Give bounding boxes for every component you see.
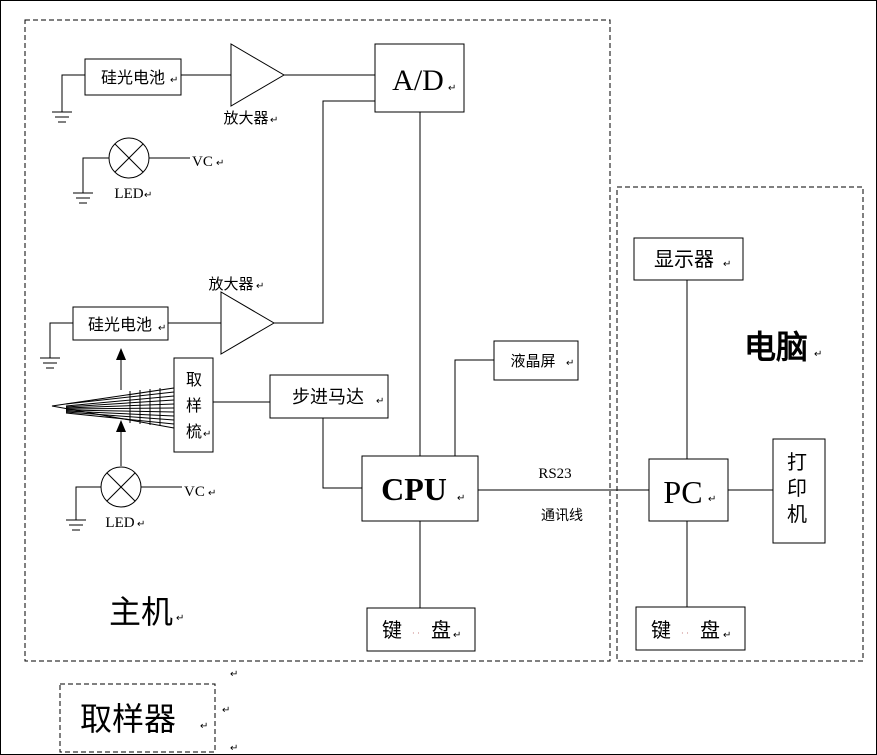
paragraph-mark: ↵ [170,75,178,86]
display-label: 显示器 [654,247,714,271]
wire-led-top-ground [82,157,109,193]
ground-symbol-led-top [73,192,93,204]
host-keyboard-label-1: 键 [382,618,402,642]
paragraph-mark: ↵ [144,190,152,201]
wire-cell-bottom-ground [49,322,73,358]
wire-motor-cpu [322,418,362,489]
wire-cell-top-ground [61,74,85,112]
amplifier-top-label: 放大器 [223,109,268,127]
paragraph-mark: ↵ [814,349,822,360]
sampler-comb-box [173,357,214,453]
paragraph-mark: ↵ [137,519,145,530]
sampler-caption: 取样器 [80,700,176,738]
led-top-label: LED [114,186,143,202]
host-title: 主机 [109,593,173,631]
paragraph-mark: ↵ [230,743,238,754]
arrow-up-to-cell-icon [116,348,126,390]
ground-symbol-cell-top [52,111,72,123]
sampler-caption-box [59,683,216,753]
cell-top-box [84,58,182,96]
lcd-label: 液晶屏 [510,352,555,370]
sample-cone-icon [51,387,175,429]
pc-keyboard-label-2: 盘 [700,618,720,642]
adc-label: A/D [392,64,444,97]
pc-group-title: 电脑 [744,328,808,366]
pc-keyboard-space-dots: · · [681,629,689,638]
sampler-comb-label-1: 取 [186,370,202,389]
paragraph-mark: ↵ [723,630,731,641]
arrow-up-to-sample-icon [116,420,126,466]
host-group-boundary [24,19,611,662]
display-box [633,237,744,281]
paragraph-mark: ↵ [448,83,456,94]
ground-symbol-led-bottom [66,519,86,531]
pc-label: PC [663,474,702,510]
vc-bottom-label: VC [184,484,205,500]
paragraph-mark: ↵ [200,721,208,732]
cpu-label: CPU [381,471,447,507]
host-keyboard-box [366,607,476,652]
sampler-comb-label-2: 样 [186,396,202,415]
paragraph-mark: ↵ [453,630,461,641]
wire-amp-bottom-adc [274,100,375,324]
paragraph-mark: ↵ [376,396,384,407]
stepper-motor-box [269,374,389,419]
comm-line-bottom-label: 通讯线 [541,508,583,524]
paragraph-mark: ↵ [270,115,278,126]
cpu-box [361,455,479,522]
paragraph-mark: ↵ [723,259,731,270]
printer-label-1: 打 [787,450,807,474]
paragraph-mark: ↵ [158,323,166,334]
paragraph-mark: ↵ [708,494,716,505]
comm-line-top-label: RS23 [538,466,571,482]
sampler-comb-label-3: 梳 [186,422,202,441]
paragraph-marks: ↵ ↵ ↵ ↵ ↵ ↵ ↵ ↵ ↵ ↵ ↵ ↵ ↵ ↵ ↵ ↵ ↵ ↵ ↵ ↵ … [137,75,822,754]
amplifier-bottom-label: 放大器 [208,275,253,293]
printer-label-3: 机 [787,502,807,526]
cell-bottom-box [72,306,169,341]
paragraph-mark: ↵ [230,669,238,680]
amplifier-bottom-icon [220,291,275,355]
host-keyboard-space-dots: · · [412,629,420,638]
cell-bottom-label: 硅光电池 [88,315,152,334]
printer-box [772,438,826,544]
printer-label-2: 印 [787,476,807,500]
paragraph-mark: ↵ [176,613,184,624]
cell-top-label: 硅光电池 [101,68,165,87]
led-bottom-label: LED [105,515,134,531]
connection-wires [49,74,773,608]
pc-group-boundary [616,186,864,662]
vc-top-label: VC [192,154,213,170]
lcd-box [493,340,579,381]
pc-box [648,458,729,522]
amplifier-top-icon [230,43,285,107]
paragraph-mark: ↵ [203,429,211,440]
wire-led-bottom-ground [75,486,101,520]
ground-symbol-cell-bottom [40,357,60,369]
led-top-icon [108,137,150,179]
wire-lcd-cpu [454,359,494,456]
pc-keyboard-box [635,606,746,651]
paragraph-mark: ↵ [256,281,264,292]
paragraph-mark: ↵ [216,158,224,169]
paragraph-mark: ↵ [566,358,574,369]
led-bottom-icon [100,466,142,508]
host-keyboard-label-2: 盘 [431,618,451,642]
paragraph-mark: ↵ [208,488,216,499]
paragraph-mark: ↵ [222,705,230,716]
paragraph-mark: ↵ [457,493,465,504]
stepper-motor-label: 步进马达 [292,387,364,408]
adc-box [374,43,465,113]
pc-keyboard-label-1: 键 [651,618,671,642]
